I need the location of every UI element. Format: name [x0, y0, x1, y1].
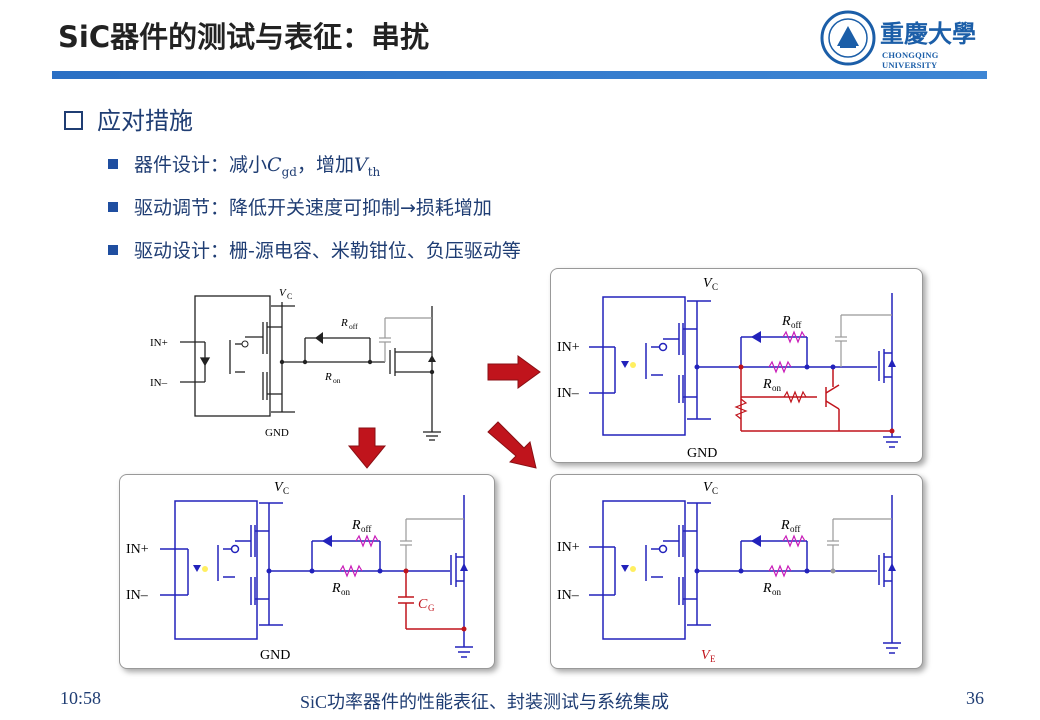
svg-text:on: on	[772, 587, 782, 597]
university-logo: 重慶大學 CHONGQING UNIVERSITY	[820, 10, 990, 70]
svg-text:IN–: IN–	[557, 386, 580, 401]
svg-text:E: E	[710, 654, 716, 664]
circuit-original: V C IN+ IN– GND R off R on	[150, 287, 441, 441]
svg-text:IN–: IN–	[126, 588, 149, 603]
square-bullet-icon	[108, 202, 118, 212]
svg-text:C: C	[283, 486, 289, 496]
university-seal-icon	[820, 10, 876, 66]
roff-label: R	[340, 317, 348, 329]
svg-text:on: on	[333, 376, 341, 385]
circuit-miller-clamp: V C IN+ IN– GND R off R on	[557, 276, 901, 461]
footer-page-number: 36	[966, 688, 984, 708]
bullet-3: 驱动设计：栅-源电容、米勒钳位、负压驱动等	[108, 236, 521, 263]
bullet-1: 器件设计：减小Cgd，增加Vth	[108, 150, 380, 179]
circuit-negative-drive: V C IN+ IN– V E R off R on	[557, 480, 901, 664]
square-bullet-icon	[108, 245, 118, 255]
in-minus-label: IN–	[150, 377, 168, 389]
svg-text:off: off	[361, 524, 371, 534]
svg-text:IN+: IN+	[126, 542, 149, 557]
university-name-cn: 重慶大學	[880, 19, 976, 48]
footer-course-title: SiC功率器件的性能表征、封装测试与系统集成	[300, 692, 670, 712]
section-heading: 应对措施	[64, 101, 193, 136]
svg-text:R: R	[351, 518, 361, 533]
svg-text:R: R	[780, 518, 790, 533]
svg-text:off: off	[790, 524, 800, 534]
svg-text:V: V	[703, 276, 713, 291]
panel-negative-drive: V C IN+ IN– V E R off R on	[550, 474, 923, 669]
svg-text:off: off	[791, 320, 801, 330]
svg-text:on: on	[772, 383, 782, 393]
circuit-gate-capacitor: V C IN+ IN– GND R off R on C G	[126, 480, 473, 663]
ve-label: V	[701, 648, 711, 663]
svg-text:IN–: IN–	[557, 588, 580, 603]
svg-text:R: R	[331, 581, 341, 596]
title-underline	[52, 71, 987, 79]
svg-text:on: on	[341, 587, 351, 597]
svg-text:IN+: IN+	[557, 340, 580, 355]
bullet-2: 驱动调节：降低开关速度可抑制→损耗增加	[108, 193, 492, 220]
university-name-en: CHONGQING UNIVERSITY	[882, 50, 939, 70]
svg-text:off: off	[349, 322, 358, 331]
svg-text:V: V	[274, 480, 284, 495]
svg-text:C: C	[287, 292, 292, 301]
gnd-label: GND	[265, 427, 289, 439]
svg-text:GND: GND	[687, 446, 717, 461]
svg-text:R: R	[762, 581, 772, 596]
svg-text:C: C	[712, 282, 718, 292]
vc-label: V	[279, 287, 287, 299]
svg-text:V: V	[703, 480, 713, 495]
arrow-diagonal-icon	[487, 421, 537, 469]
in-plus-label: IN+	[150, 337, 168, 349]
svg-text:R: R	[762, 377, 772, 392]
square-bullet-icon	[108, 159, 118, 169]
svg-text:IN+: IN+	[557, 540, 580, 555]
footer-time: 10:58	[60, 688, 102, 708]
svg-text:C: C	[712, 486, 718, 496]
cg-label: C	[418, 597, 428, 612]
checkbox-bullet-icon	[64, 111, 83, 130]
svg-text:R: R	[781, 314, 791, 329]
panel-gate-capacitor: V C IN+ IN– GND R off R on C G	[119, 474, 495, 669]
slide-title: SiC器件的测试与表征：串扰	[58, 20, 430, 54]
svg-text:G: G	[428, 603, 435, 613]
arrow-down-icon	[347, 427, 387, 469]
ron-label: R	[324, 371, 332, 383]
panel-miller-clamp: V C IN+ IN– GND R off R on	[550, 268, 923, 463]
svg-text:GND: GND	[260, 648, 290, 663]
arrow-right-icon	[487, 355, 541, 389]
heading-text: 应对措施	[97, 107, 193, 135]
